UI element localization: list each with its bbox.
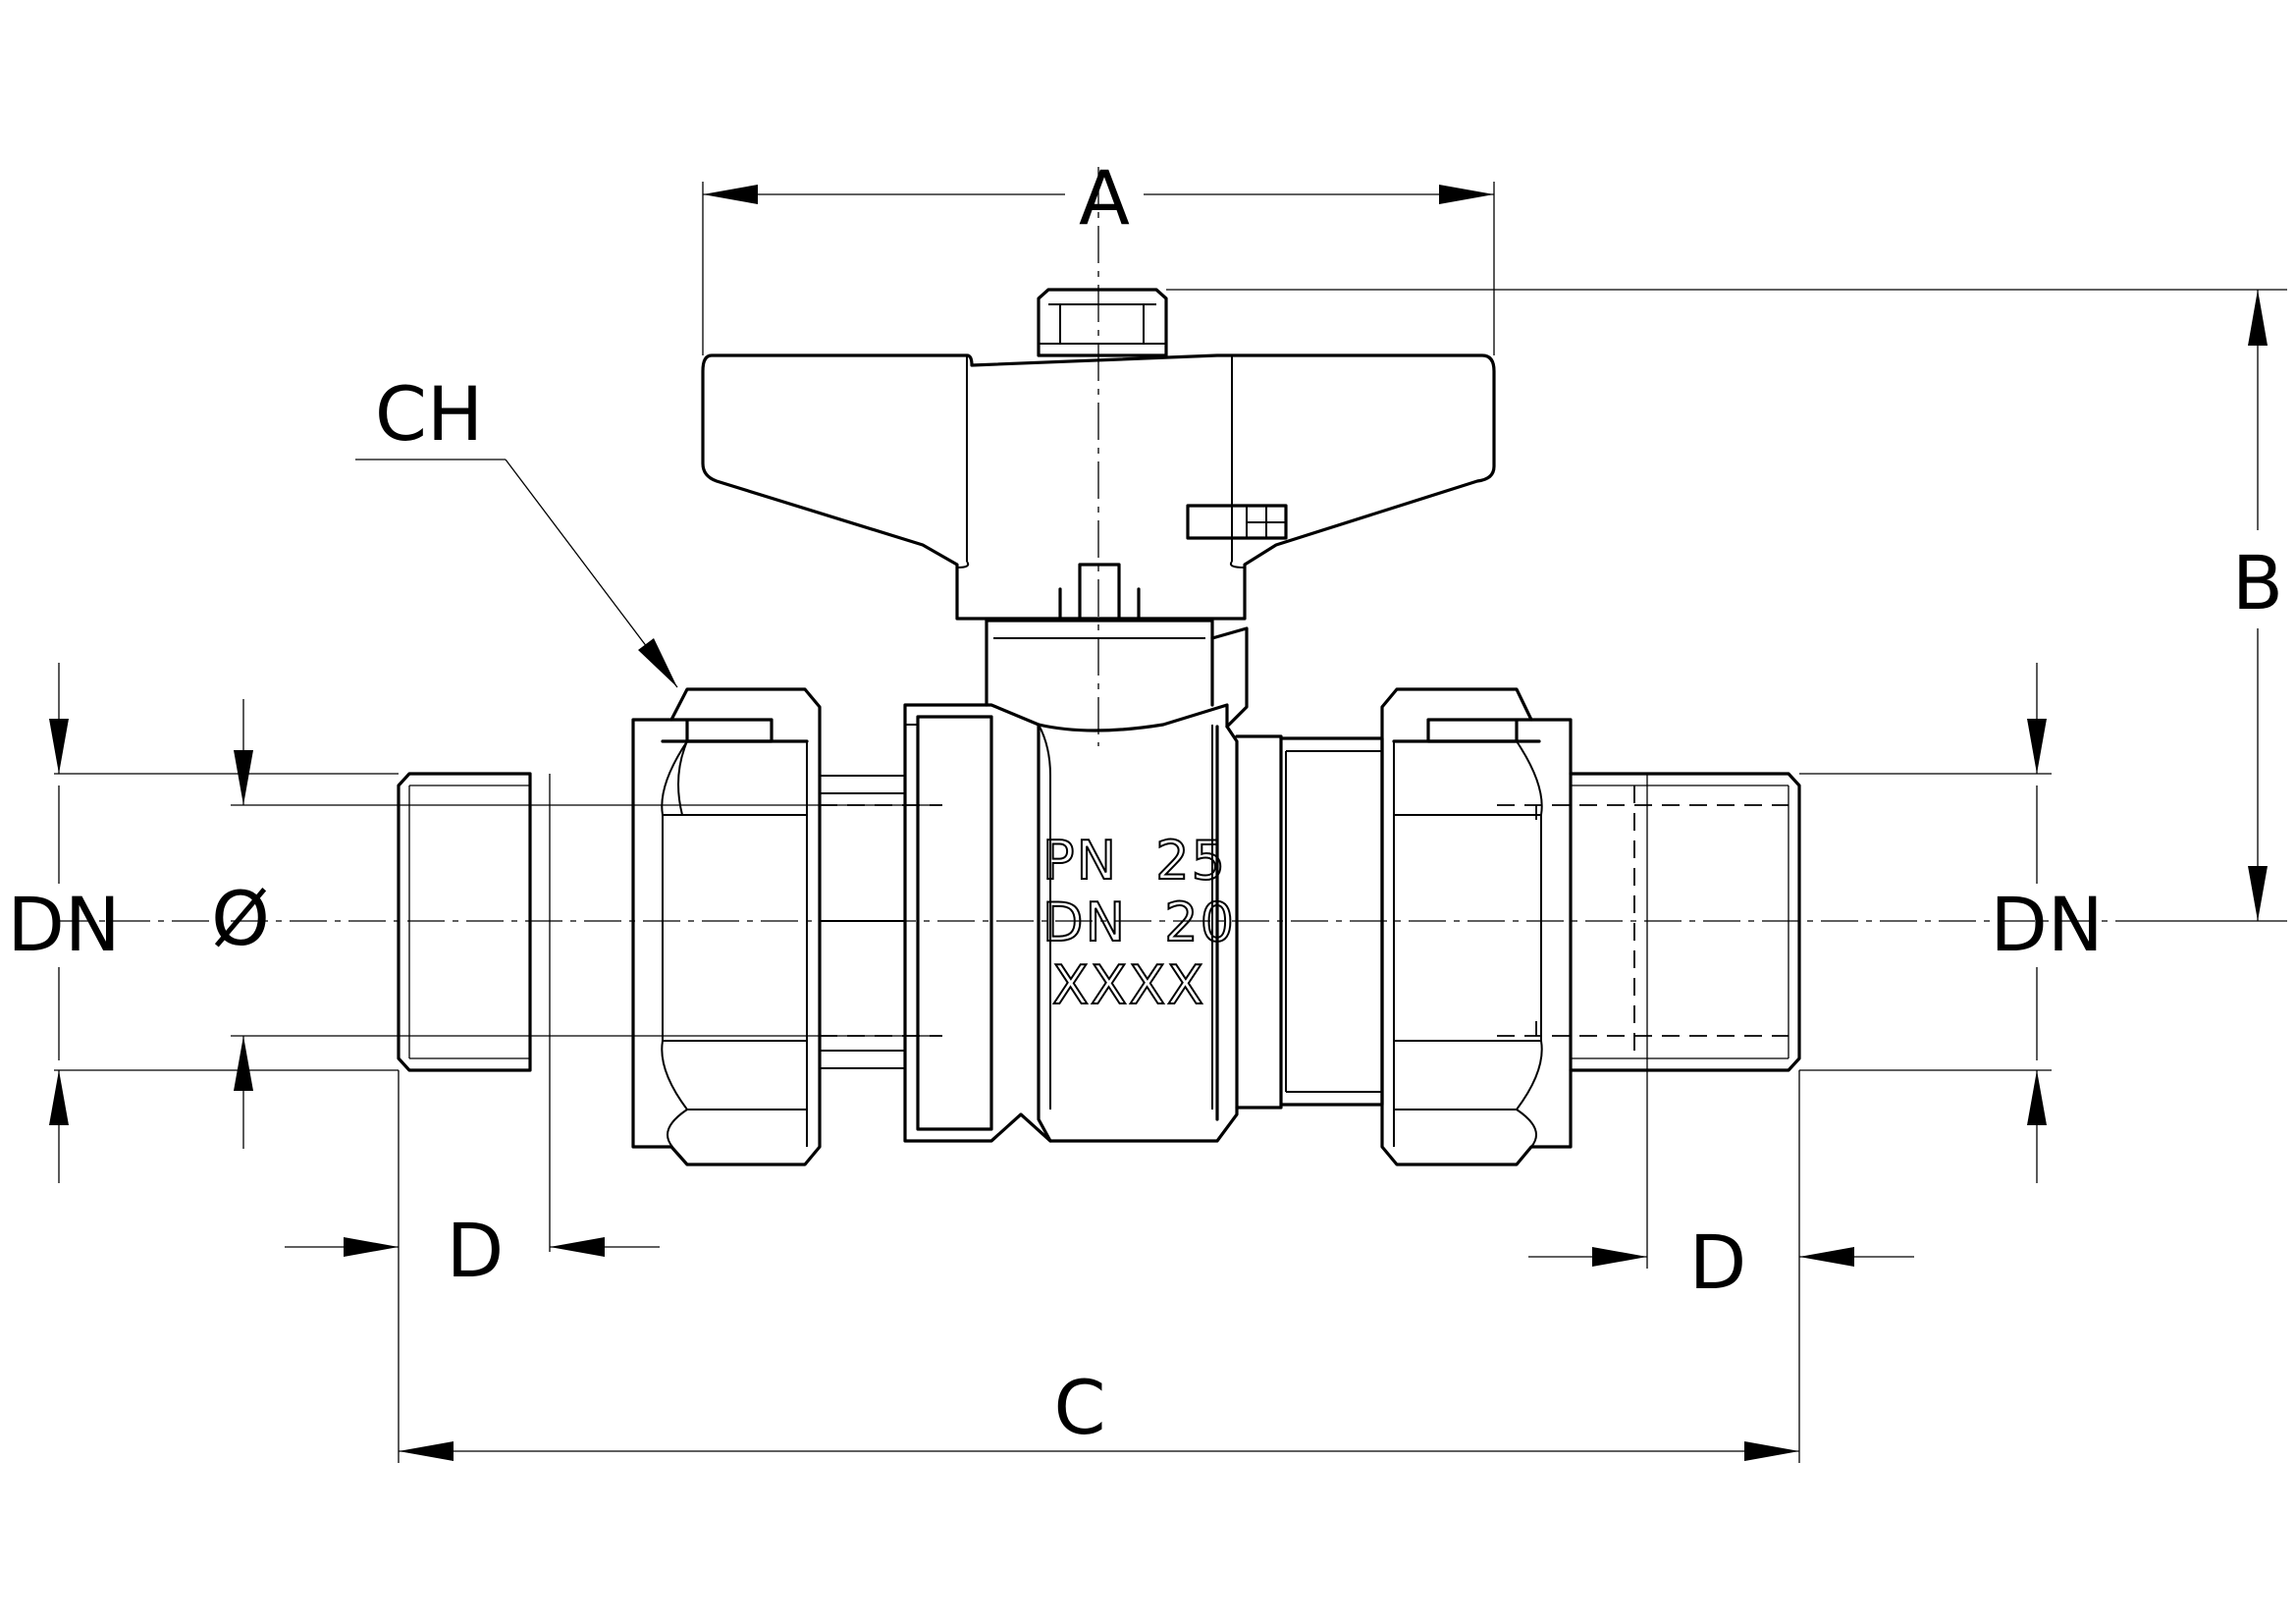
dimension-dn-left-label: DN xyxy=(7,881,120,968)
dimension-dn-right-label: DN xyxy=(1990,881,2103,968)
dimension-d-right-label: D xyxy=(1689,1218,1747,1306)
body-marking: PN 25 DN 20 XXXX xyxy=(1041,829,1236,1017)
dimension-b: B xyxy=(1166,289,2287,922)
left-union-nut xyxy=(631,687,822,1166)
dimension-a: A xyxy=(702,154,1495,355)
center-lines xyxy=(54,167,2150,922)
left-spigot xyxy=(820,775,942,1069)
dimension-d-left: D xyxy=(285,1070,660,1294)
handle-nut xyxy=(1037,288,1168,357)
dimension-c-label: C xyxy=(1053,1364,1105,1451)
dimension-c: C xyxy=(398,1070,1800,1463)
marking-code: XXXX xyxy=(1052,954,1205,1016)
marking-size: DN 20 xyxy=(1042,892,1236,953)
dimension-d-right: D xyxy=(1528,1070,1914,1306)
right-union-nut xyxy=(1380,687,1573,1166)
callout-ch: CH xyxy=(355,370,678,688)
dimension-dn-right: DN xyxy=(1799,663,2104,1183)
left-tail-pipe xyxy=(397,772,551,1072)
valve-stem xyxy=(985,619,1249,729)
dimension-a-label: A xyxy=(1079,154,1130,242)
butterfly-handle xyxy=(701,353,1496,621)
right-tail-pipe xyxy=(1497,772,1801,1072)
dimension-diameter: Ø xyxy=(211,699,942,1149)
marking-pressure: PN 25 xyxy=(1042,830,1227,892)
dimension-diameter-label: Ø xyxy=(211,875,270,962)
dimension-b-label: B xyxy=(2232,539,2283,626)
dimension-dn-left: DN xyxy=(7,663,399,1183)
dimension-d-left-label: D xyxy=(447,1207,505,1294)
callout-ch-label: CH xyxy=(375,370,483,458)
